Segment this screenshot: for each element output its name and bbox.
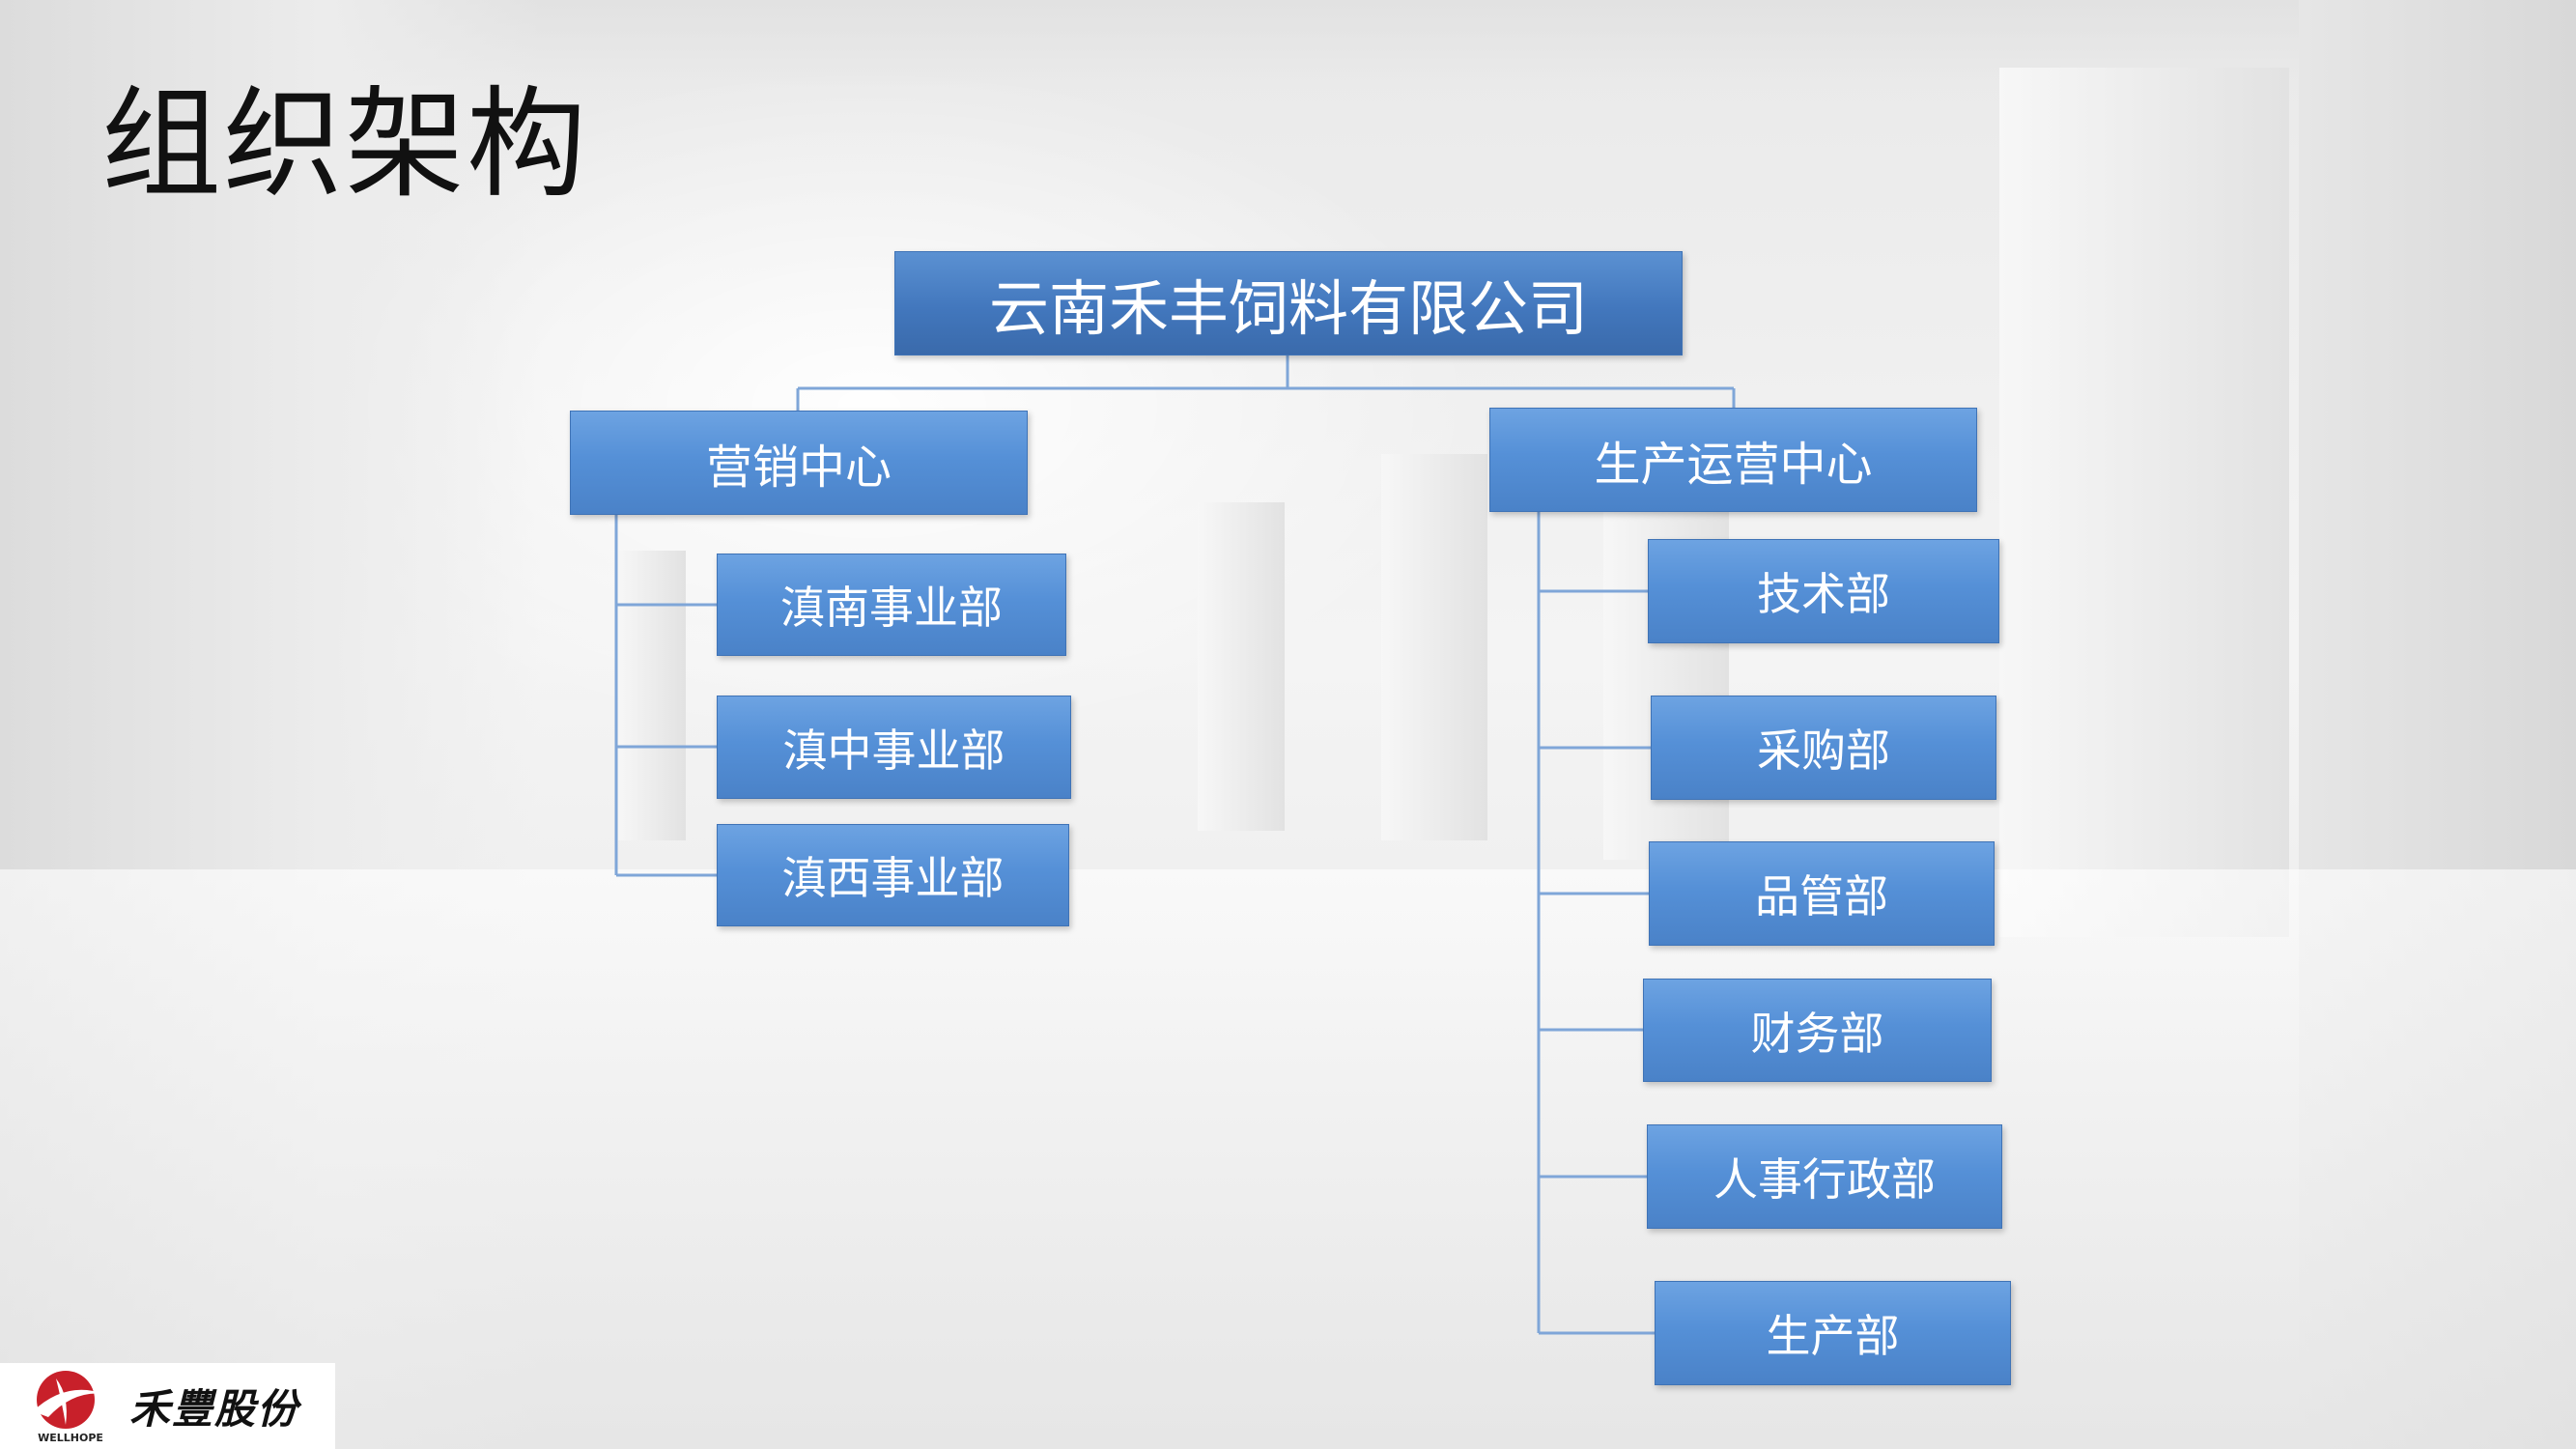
org-node-finance: 财务部 xyxy=(1643,979,1992,1082)
org-node-operations: 生产运营中心 xyxy=(1489,408,1977,512)
org-node-dian-zhong: 滇中事业部 xyxy=(717,696,1071,799)
org-node-dian-xi: 滇西事业部 xyxy=(717,824,1069,926)
logo-chinese-text: 禾豐股份 xyxy=(129,1385,300,1433)
org-node-hr-admin: 人事行政部 xyxy=(1647,1124,2002,1229)
logo-english-text: WELLHOPE xyxy=(38,1431,103,1444)
org-node-marketing: 营销中心 xyxy=(570,411,1028,515)
org-node-tech: 技术部 xyxy=(1648,539,1999,643)
wellhope-logo-icon: WELLHOPE xyxy=(27,1369,110,1444)
org-node-root: 云南禾丰饲料有限公司 xyxy=(894,251,1683,355)
org-node-quality: 品管部 xyxy=(1649,841,1995,946)
company-logo: WELLHOPE 禾豐股份 xyxy=(0,1363,335,1449)
org-node-production: 生产部 xyxy=(1655,1281,2011,1385)
org-node-purchasing: 采购部 xyxy=(1651,696,1996,800)
page-title: 组织架构 xyxy=(101,75,589,214)
org-node-dian-nan: 滇南事业部 xyxy=(717,554,1066,656)
